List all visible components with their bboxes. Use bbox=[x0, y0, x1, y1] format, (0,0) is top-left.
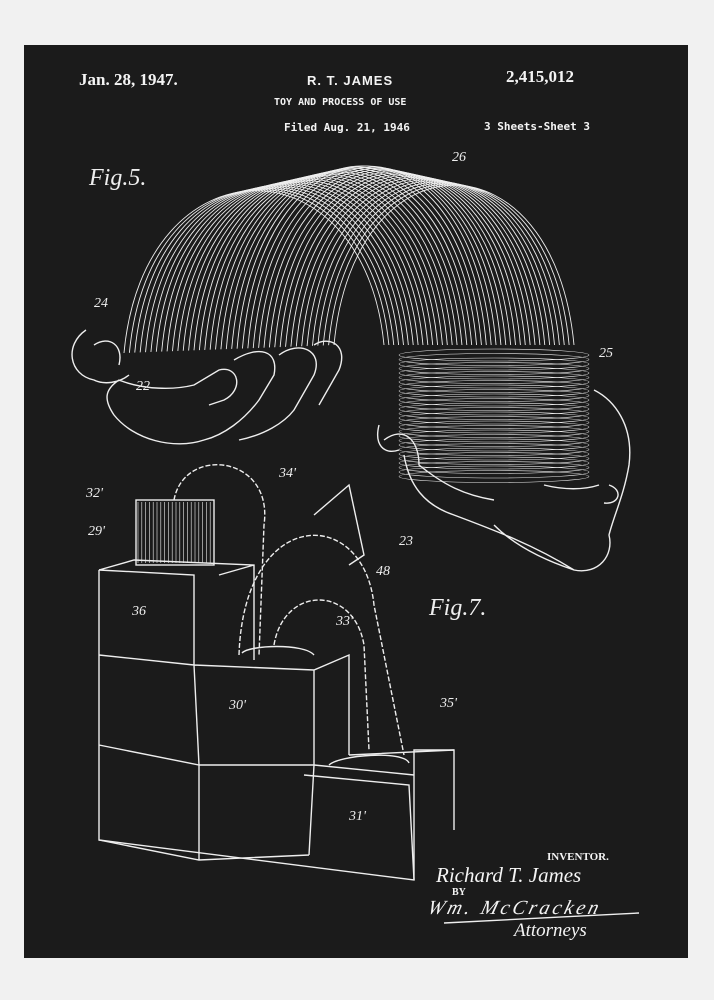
slinky-coil bbox=[220, 169, 473, 350]
numeral-25: 25 bbox=[599, 346, 613, 361]
slinky-stack-coil bbox=[398, 443, 590, 456]
slinky-stack-coil bbox=[398, 348, 590, 362]
slinky-coil bbox=[139, 186, 400, 353]
signature-underline bbox=[443, 912, 640, 924]
numeral-35: 35' bbox=[439, 696, 458, 711]
slinky-coil bbox=[279, 173, 526, 348]
patent-illustration: Fig.5. Fig.7. 26 24 22 25 23 32' 29' 34'… bbox=[71, 150, 640, 924]
slinky-coil bbox=[225, 168, 478, 350]
slinky-coil bbox=[322, 182, 565, 346]
slinky-stack-coil bbox=[398, 384, 590, 398]
slinky-stack-coil bbox=[398, 357, 590, 371]
walking-slinky-arc bbox=[173, 464, 405, 756]
slinky-stack-coil bbox=[398, 371, 590, 384]
slinky-coil bbox=[312, 180, 555, 346]
slinky-coil bbox=[317, 181, 560, 346]
slinky-stack-coil bbox=[398, 380, 590, 393]
slinky-stack-coil bbox=[398, 389, 590, 402]
slinky-stack-coil bbox=[398, 461, 590, 474]
slinky-coil bbox=[145, 185, 404, 353]
patent-date: Jan. 28, 1947. bbox=[79, 70, 178, 89]
slinky-coil bbox=[204, 172, 458, 350]
slinky-coil bbox=[258, 169, 507, 348]
slinky-stack-coil bbox=[398, 420, 590, 434]
slinky-coil bbox=[263, 170, 512, 348]
attorneys-label: Attorneys bbox=[514, 920, 587, 941]
numeral-32: 32' bbox=[85, 486, 104, 501]
sheet-count: 3 Sheets-Sheet 3 bbox=[484, 120, 590, 133]
fig7-label: Fig.7. bbox=[428, 595, 486, 621]
slinky-coil bbox=[306, 179, 551, 347]
slinky-coil bbox=[231, 166, 482, 349]
numeral-31: 31' bbox=[348, 809, 367, 824]
slinky-stack-coil bbox=[398, 416, 590, 429]
numeral-29: 29' bbox=[88, 524, 106, 539]
staircase-blocks bbox=[98, 499, 455, 881]
slinky-stack-coil bbox=[398, 393, 590, 407]
fig5-label: Fig.5. bbox=[88, 165, 146, 191]
slinky-coil bbox=[242, 165, 492, 349]
slinky-stack-coil bbox=[398, 353, 590, 366]
slinky-coil bbox=[134, 187, 395, 353]
slinky-coil bbox=[285, 174, 531, 347]
slinky-stack-coil bbox=[398, 429, 590, 443]
inventor-short: R. T. JAMES bbox=[307, 73, 394, 88]
slinky-coil bbox=[188, 176, 443, 351]
numeral-36: 36 bbox=[131, 604, 146, 619]
patent-title: TOY AND PROCESS OF USE bbox=[274, 97, 407, 108]
slinky-coil bbox=[247, 166, 497, 349]
inventor-signature: Richard T. James bbox=[436, 863, 582, 887]
slinky-stack-coil bbox=[398, 407, 590, 420]
numeral-48: 48 bbox=[376, 564, 390, 579]
slinky-coil bbox=[301, 178, 546, 347]
numeral-23: 23 bbox=[399, 534, 413, 549]
numeral-33: 33' bbox=[335, 614, 354, 629]
by-label: BY bbox=[452, 887, 466, 898]
slinky-spring bbox=[123, 165, 590, 483]
right-hand bbox=[377, 389, 631, 572]
slinky-coil bbox=[295, 176, 541, 347]
slinky-coil bbox=[252, 168, 502, 349]
numeral-30: 30' bbox=[228, 698, 247, 713]
slinky-coil bbox=[268, 171, 516, 348]
slinky-stack-coil bbox=[398, 456, 590, 470]
numeral-22: 22 bbox=[136, 379, 150, 394]
slinky-stack-coil bbox=[398, 366, 590, 380]
slinky-coil bbox=[290, 175, 536, 347]
patent-drawing-panel: Jan. 28, 1947. R. T. JAMES 2,415,012 TOY… bbox=[24, 45, 688, 958]
attorney-signature: Wm. McCracken bbox=[425, 897, 605, 919]
slinky-stack-coil bbox=[398, 452, 590, 465]
slinky-stack-coil bbox=[398, 398, 590, 411]
stairs-card bbox=[313, 483, 365, 566]
slinky-stack-coil bbox=[398, 425, 590, 438]
slinky-stack-coil bbox=[398, 434, 590, 447]
slinky-on-block bbox=[135, 499, 215, 566]
inventor-label: INVENTOR. bbox=[547, 851, 609, 863]
slinky-stack-coil bbox=[398, 402, 590, 416]
slinky-coil bbox=[333, 184, 575, 346]
slinky-stack-coil bbox=[398, 447, 590, 461]
slinky-stack-coil bbox=[398, 411, 590, 425]
slinky-stack-coil bbox=[398, 470, 590, 483]
slinky-coil bbox=[215, 170, 468, 350]
slinky-stack-coil bbox=[398, 362, 590, 375]
patent-number: 2,415,012 bbox=[506, 67, 574, 86]
slinky-stack-coil bbox=[398, 465, 590, 479]
numeral-26: 26 bbox=[452, 150, 466, 165]
slinky-coil bbox=[172, 179, 429, 352]
slinky-stack-coil bbox=[398, 438, 590, 452]
filed-date: Filed Aug. 21, 1946 bbox=[284, 121, 410, 134]
numeral-34: 34' bbox=[278, 466, 297, 481]
numeral-24: 24 bbox=[94, 296, 108, 311]
slinky-coil bbox=[328, 183, 570, 346]
slinky-coil bbox=[274, 172, 521, 348]
left-hand bbox=[71, 329, 343, 445]
slinky-coil bbox=[166, 180, 424, 352]
slinky-coil bbox=[128, 189, 390, 353]
slinky-stack-coil bbox=[398, 375, 590, 389]
